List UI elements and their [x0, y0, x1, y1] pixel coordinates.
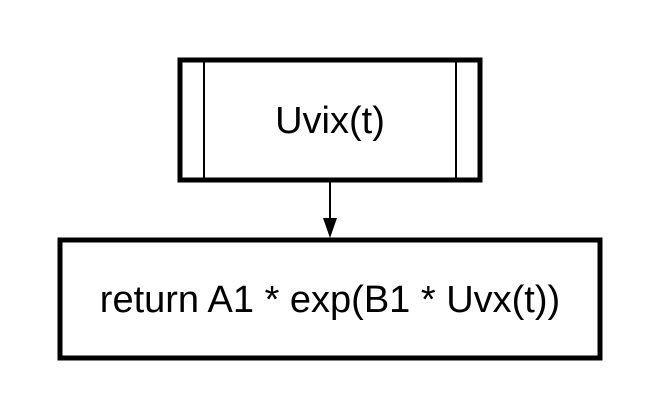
node-return-step: return A1 * exp(B1 * Uvx(t)): [57, 237, 603, 361]
arrowhead-icon: [323, 218, 337, 238]
process-label: return A1 * exp(B1 * Uvx(t)): [100, 279, 560, 321]
node-subroutine-uvix: Uvix(t): [177, 57, 483, 183]
subroutine-label: Uvix(t): [275, 100, 385, 142]
edge-subroutine-to-return: [323, 182, 337, 238]
process-box-outline: [57, 237, 603, 361]
subroutine-box-outline: [177, 57, 483, 183]
